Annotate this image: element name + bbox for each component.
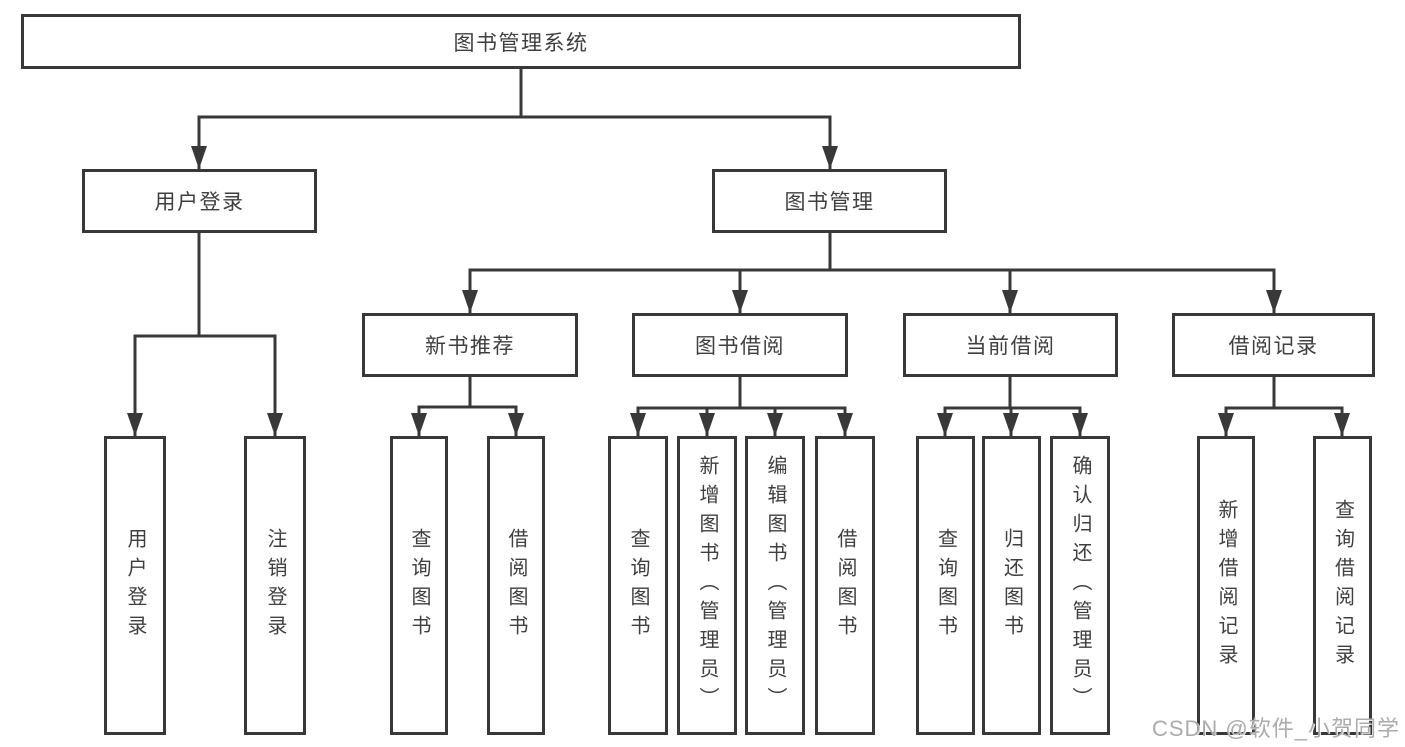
arrowhead xyxy=(411,413,427,436)
node-label: 图书管理系统 xyxy=(453,31,589,55)
arrowhead xyxy=(1266,290,1282,313)
node-label: 注销登录 xyxy=(264,527,286,644)
node-label: 用户登录 xyxy=(154,191,245,214)
leaf-borrow-books-recommend: 借阅图书 xyxy=(487,436,545,735)
csdn-watermark: CSDN @软件_小贺同学 xyxy=(1151,716,1400,741)
arrowhead xyxy=(822,146,838,169)
node-label: 新增图书（管理员） xyxy=(696,455,718,716)
leaf-query-books-borrowing: 查询图书 xyxy=(608,436,668,735)
arrowhead xyxy=(267,413,283,436)
arrowhead xyxy=(508,413,524,436)
node-label: 借阅记录 xyxy=(1228,335,1319,358)
node-label: 编辑图书（管理员） xyxy=(764,455,786,716)
leaf-user-login: 用户登录 xyxy=(104,436,166,735)
node-label: 查询图书 xyxy=(627,527,649,644)
leaf-query-borrow-record: 查询借阅记录 xyxy=(1313,436,1372,735)
node-borrowing-records: 借阅记录 xyxy=(1172,313,1375,377)
arrowhead xyxy=(1334,413,1350,436)
leaf-confirm-return-admin: 确认归还（管理员） xyxy=(1050,436,1110,735)
node-label: 图书借阅 xyxy=(695,335,785,358)
connector-lines xyxy=(133,69,1344,436)
arrowhead xyxy=(191,146,207,169)
node-label: 查询图书 xyxy=(408,527,430,644)
arrowhead xyxy=(732,290,748,313)
leaf-logout: 注销登录 xyxy=(244,436,306,735)
node-label: 查询借阅记录 xyxy=(1331,498,1354,673)
arrowhead xyxy=(1218,413,1234,436)
arrowhead xyxy=(127,413,143,436)
node-label: 查询图书 xyxy=(934,527,957,644)
arrowhead xyxy=(767,413,783,436)
node-current-borrowing: 当前借阅 xyxy=(903,313,1118,377)
node-label: 当前借阅 xyxy=(965,335,1056,358)
leaf-edit-book-admin: 编辑图书（管理员） xyxy=(745,436,805,735)
leaf-borrow-books-borrowing: 借阅图书 xyxy=(815,436,875,735)
arrowhead xyxy=(699,413,715,436)
node-label: 用户登录 xyxy=(124,527,146,644)
node-label: 借阅图书 xyxy=(505,527,527,644)
arrowhead xyxy=(630,413,646,436)
node-label: 新书推荐 xyxy=(425,335,515,358)
arrowhead xyxy=(1072,413,1088,436)
node-label: 归还图书 xyxy=(1000,527,1023,644)
arrowhead xyxy=(837,413,853,436)
node-book-management: 图书管理 xyxy=(712,169,947,233)
arrowhead xyxy=(1003,413,1019,436)
arrowhead xyxy=(937,413,953,436)
leaf-return-books: 归还图书 xyxy=(982,436,1041,735)
arrowhead xyxy=(462,290,478,313)
arrowheads xyxy=(127,146,1350,436)
node-label: 新增借阅记录 xyxy=(1215,498,1237,673)
node-book-borrowing: 图书借阅 xyxy=(632,313,848,377)
leaf-query-books-current: 查询图书 xyxy=(916,436,975,735)
node-label: 图书管理 xyxy=(784,191,875,214)
leaf-add-borrow-record: 新增借阅记录 xyxy=(1197,436,1255,735)
leaf-query-books-recommend: 查询图书 xyxy=(390,436,448,735)
node-label: 借阅图书 xyxy=(834,527,856,644)
leaf-add-book-admin: 新增图书（管理员） xyxy=(677,436,737,735)
node-new-book-recommendation: 新书推荐 xyxy=(362,313,578,377)
node-user-login: 用户登录 xyxy=(82,169,317,233)
arrowhead xyxy=(1002,290,1018,313)
node-label: 确认归还（管理员） xyxy=(1069,455,1091,716)
node-library-management-system: 图书管理系统 xyxy=(21,14,1021,69)
